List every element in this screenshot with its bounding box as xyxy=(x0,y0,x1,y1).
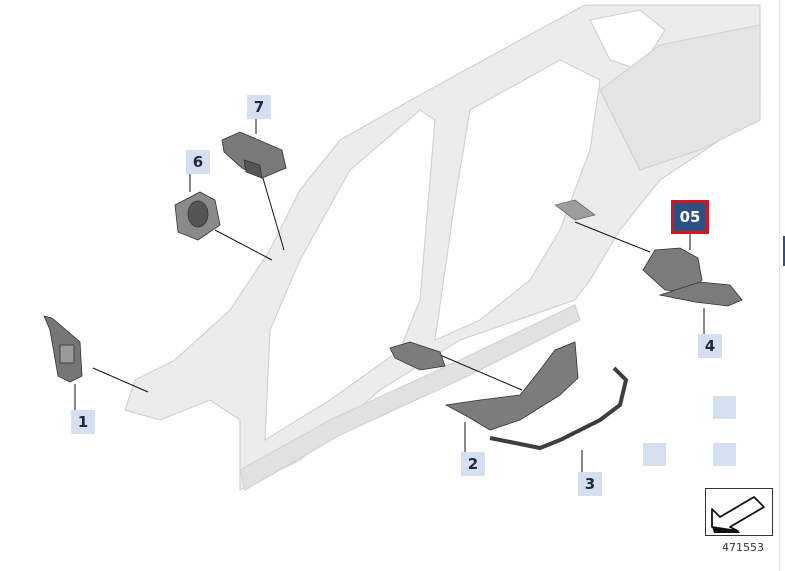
callout-3-label: 3 xyxy=(584,475,596,493)
empty-callout-tile xyxy=(713,443,736,466)
edge-marker xyxy=(783,236,785,266)
part-2-bracket xyxy=(389,341,579,431)
part-6-cup xyxy=(174,191,221,241)
diagram-number: 471553 xyxy=(722,541,764,554)
callout-1-label: 1 xyxy=(77,413,89,431)
part-3-rail xyxy=(489,366,629,451)
part-7-block xyxy=(221,131,287,179)
callout-2[interactable]: 2 xyxy=(461,452,485,476)
callout-4[interactable]: 4 xyxy=(698,334,722,358)
callout-7-label: 7 xyxy=(253,98,265,116)
arrow-down-left-icon-glyph xyxy=(711,496,765,533)
callout-6-label: 6 xyxy=(192,153,204,171)
empty-callout-tile xyxy=(643,443,666,466)
callout-6[interactable]: 6 xyxy=(186,150,210,174)
edge-divider xyxy=(779,0,780,571)
pillar-clip xyxy=(554,199,596,221)
leader-lines xyxy=(74,118,705,472)
callout-7[interactable]: 7 xyxy=(247,95,271,119)
active-callout-label: 05 xyxy=(679,208,701,226)
arrow-down-left-icon[interactable] xyxy=(705,488,773,536)
callout-2-label: 2 xyxy=(467,455,479,473)
empty-callout-tile xyxy=(713,396,736,419)
part-1-bracket xyxy=(43,315,83,383)
callout-1[interactable]: 1 xyxy=(71,410,95,434)
callout-3[interactable]: 3 xyxy=(578,472,602,496)
callout-4-label: 4 xyxy=(704,337,716,355)
body-side-frame xyxy=(124,4,761,491)
part-4-bracket xyxy=(642,247,743,307)
active-callout[interactable]: 05 xyxy=(671,200,709,234)
